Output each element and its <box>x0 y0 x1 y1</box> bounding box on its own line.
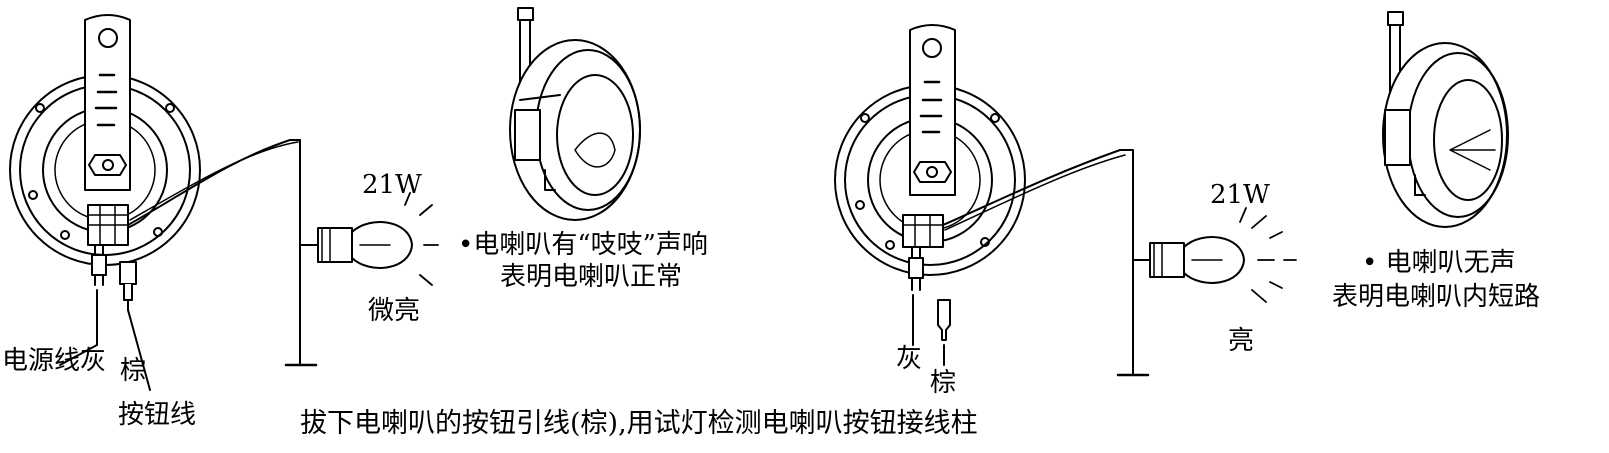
left-wire-power-gray-label: 电源线灰 <box>2 346 107 376</box>
left-wire-brown-label: 棕 <box>120 356 147 386</box>
left-test-wire <box>289 139 301 366</box>
right-horn-front <box>834 24 1026 341</box>
left-test-lamp <box>317 192 439 286</box>
left-gray-leader <box>59 289 98 366</box>
left-result-line2: 表明电喇叭正常 <box>500 262 683 292</box>
diagram-caption: 拔下电喇叭的按钮引线(棕),用试灯检测电喇叭按钮接线柱 <box>300 408 978 439</box>
left-horn-side <box>509 7 641 221</box>
right-test-lamp <box>1149 207 1297 303</box>
right-result-line2: 表明电喇叭内短路 <box>1332 282 1541 312</box>
left-brown-leader <box>127 309 151 391</box>
left-wire-button-label: 按钮线 <box>118 400 197 430</box>
left-horn-front <box>9 14 201 311</box>
right-lamp-state-label: 亮 <box>1228 326 1255 356</box>
right-wire-brown-label: 棕 <box>930 368 957 398</box>
left-result-line1: •电喇叭有“吱吱”声响 <box>458 230 708 260</box>
right-test-wire <box>1119 149 1134 376</box>
left-wattage-label: 21W <box>362 170 422 200</box>
right-result-line1: • 电喇叭无声 <box>1362 248 1516 278</box>
left-lead-wire <box>127 139 291 226</box>
right-lead-wire <box>942 149 1121 226</box>
right-wire-gray-label: 灰 <box>896 344 923 374</box>
right-wattage-label: 21W <box>1210 180 1270 210</box>
left-lamp-state-label: 微亮 <box>368 296 421 326</box>
right-horn-side <box>1382 11 1509 228</box>
